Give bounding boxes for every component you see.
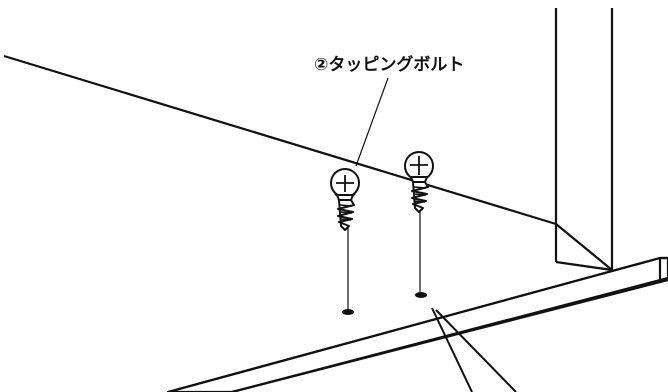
- detail-pointer: [431, 307, 517, 392]
- callout-leader: [355, 77, 389, 167]
- tapping-screw-icon: [330, 168, 360, 231]
- callout-label: ②タッピングボルト: [314, 54, 464, 75]
- drop-guides: [347, 208, 421, 310]
- pilot-hole-icon: [342, 292, 427, 315]
- base-board: [166, 256, 668, 392]
- floor-back-edge: [3, 54, 557, 226]
- tapping-screw-icon: [404, 151, 434, 213]
- side-panel: [554, 8, 614, 272]
